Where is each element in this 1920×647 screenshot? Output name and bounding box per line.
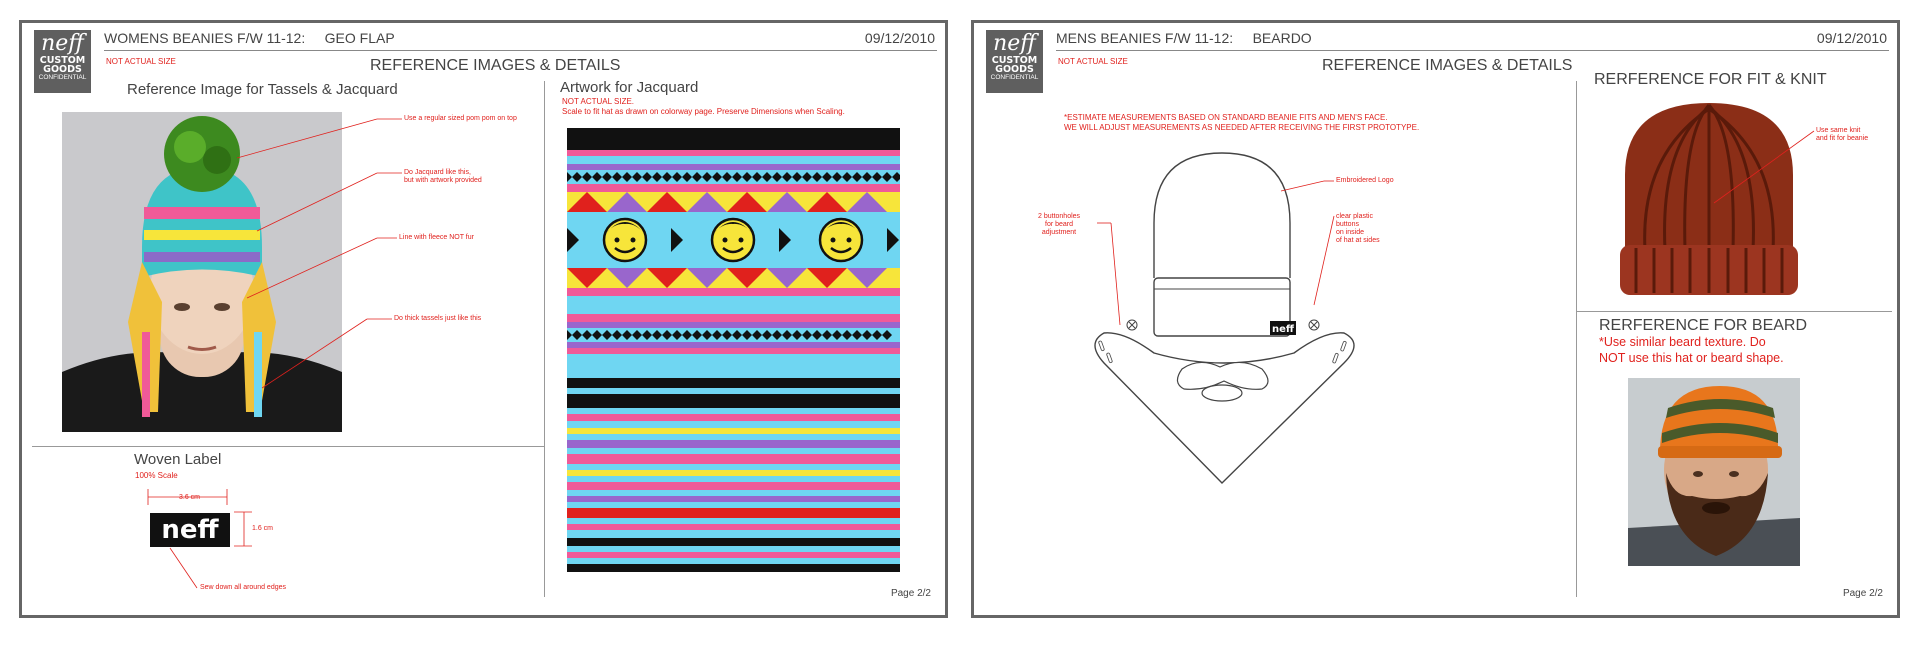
jacquard-artwork [567, 128, 900, 572]
artwork-note-2: Scale to fit hat as drawn on colorway pa… [562, 107, 845, 116]
header-rule [104, 50, 937, 51]
page-number: Page 2/2 [890, 588, 931, 599]
callout-buttons-1: clear plastic [1336, 213, 1373, 220]
logo-line3: CONFIDENTIAL [38, 74, 87, 81]
estimate-note-1: *ESTIMATE MEASUREMENTS BASED ON STANDARD… [1064, 113, 1388, 122]
artwork-note-1: NOT ACTUAL SIZE. [562, 97, 635, 106]
dimension-width: 3.6 cm [179, 494, 201, 501]
triangle-row [567, 192, 847, 288]
callout-lining: Line with fleece NOT fur [399, 234, 474, 241]
not-actual-size-note: NOT ACTUAL SIZE [1058, 57, 1128, 66]
callout-buttons-2: buttons [1336, 221, 1359, 228]
callout-buttonholes-2: for beard [1045, 221, 1074, 228]
logo-line1: CUSTOM [991, 55, 1038, 66]
woven-label-title: Woven Label [134, 451, 222, 468]
neff-logo: neff CUSTOM GOODS CONFIDENTIAL [34, 30, 91, 93]
horizontal-divider [32, 446, 544, 447]
diamond-row [567, 172, 900, 340]
bearded-hat-photo [1628, 378, 1800, 566]
logo-line3: CONFIDENTIAL [990, 74, 1039, 81]
callout-jacquard-1: Do Jacquard like this, [404, 169, 471, 176]
callout-buttonholes: 2 buttonholes for beard adjustment [1038, 213, 1080, 237]
logo-line2: GOODS [995, 64, 1034, 75]
section-title: REFERENCE IMAGES & DETAILS [1322, 57, 1573, 74]
triangle-row-2 [607, 192, 887, 288]
fit-callout: Use same knit and fit for beanie [1816, 127, 1868, 143]
callout-embroidered-logo: Embroidered Logo [1336, 177, 1394, 184]
not-actual-size-note: NOT ACTUAL SIZE [106, 57, 176, 66]
woven-label-sample: neff [150, 513, 230, 547]
beard-reference-title: RERFERENCE FOR BEARD [1599, 317, 1808, 334]
vertical-divider [544, 81, 545, 597]
sew-note: Sew down all around edges [200, 584, 287, 591]
beard-note-1: *Use similar beard texture. Do [1599, 335, 1766, 349]
header-date: 09/12/2010 [1816, 30, 1887, 46]
section-title: REFERENCE IMAGES & DETAILS [370, 57, 621, 74]
logo-script: neff [993, 31, 1036, 56]
callout-buttons-3: on inside [1336, 229, 1365, 236]
horizontal-divider [1576, 311, 1892, 312]
header-title: MENS BEANIES F/W 11-12: BEARDO [1056, 30, 1312, 46]
header-title: WOMENS BEANIES F/W 11-12: GEO FLAP [104, 30, 395, 46]
artwork-title: Artwork for Jacquard [560, 79, 699, 96]
beardo-callout-lines [1097, 180, 1335, 326]
callout-buttonholes-3: adjustment [1041, 229, 1077, 236]
logo-script: neff [41, 31, 84, 56]
beardo-technical-drawing: neff [1094, 152, 1355, 484]
reference-image-title: Reference Image for Tassels & Jacquard [127, 81, 398, 98]
spec-sheet-mens-beardo: neff CUSTOM GOODS CONFIDENTIAL MENS BEAN… [971, 20, 1900, 618]
fit-callout-1: Use same knit [1816, 127, 1861, 134]
vertical-divider [1576, 81, 1577, 597]
beard-note-2: NOT use this hat or beard shape. [1599, 351, 1784, 365]
knit-beanie-photo [1620, 103, 1798, 295]
header-rule [1056, 50, 1889, 51]
neff-logo: neff CUSTOM GOODS CONFIDENTIAL [986, 30, 1043, 93]
estimate-note-2: WE WILL ADJUST MEASUREMENTS AS NEEDED AF… [1064, 123, 1420, 132]
fit-knit-title: RERFERENCE FOR FIT & KNIT [1594, 71, 1827, 88]
spec-sheet-womens-geo-flap: neff CUSTOM GOODS CONFIDENTIAL WOMENS BE… [19, 20, 948, 618]
logo-line2: GOODS [43, 64, 82, 75]
callout-jacquard-2: but with artwork provided [404, 177, 482, 184]
hat-logo-text: neff [1272, 324, 1295, 335]
logo-line1: CUSTOM [39, 55, 86, 66]
woven-label-scale: 100% Scale [135, 471, 178, 480]
fit-callout-2: and fit for beanie [1816, 135, 1869, 142]
dimension-height: 1.6 cm [252, 525, 274, 532]
callout-tassels: Do thick tassels just like this [394, 315, 482, 322]
callout-pom-pom: Use a regular sized pom pom on top [404, 115, 517, 122]
callout-buttons: clear plastic buttons on inside of hat a… [1336, 213, 1380, 245]
callout-buttonholes-1: 2 buttonholes [1038, 213, 1081, 220]
fit-callout-line [1713, 130, 1815, 204]
callout-lines [236, 118, 402, 389]
header-date: 09/12/2010 [864, 30, 935, 46]
page-number: Page 2/2 [1842, 588, 1883, 599]
callout-buttons-4: of hat at sides [1336, 237, 1380, 244]
smiley-faces [567, 217, 899, 263]
model-photo [62, 112, 342, 432]
dimension-lines [147, 489, 252, 589]
